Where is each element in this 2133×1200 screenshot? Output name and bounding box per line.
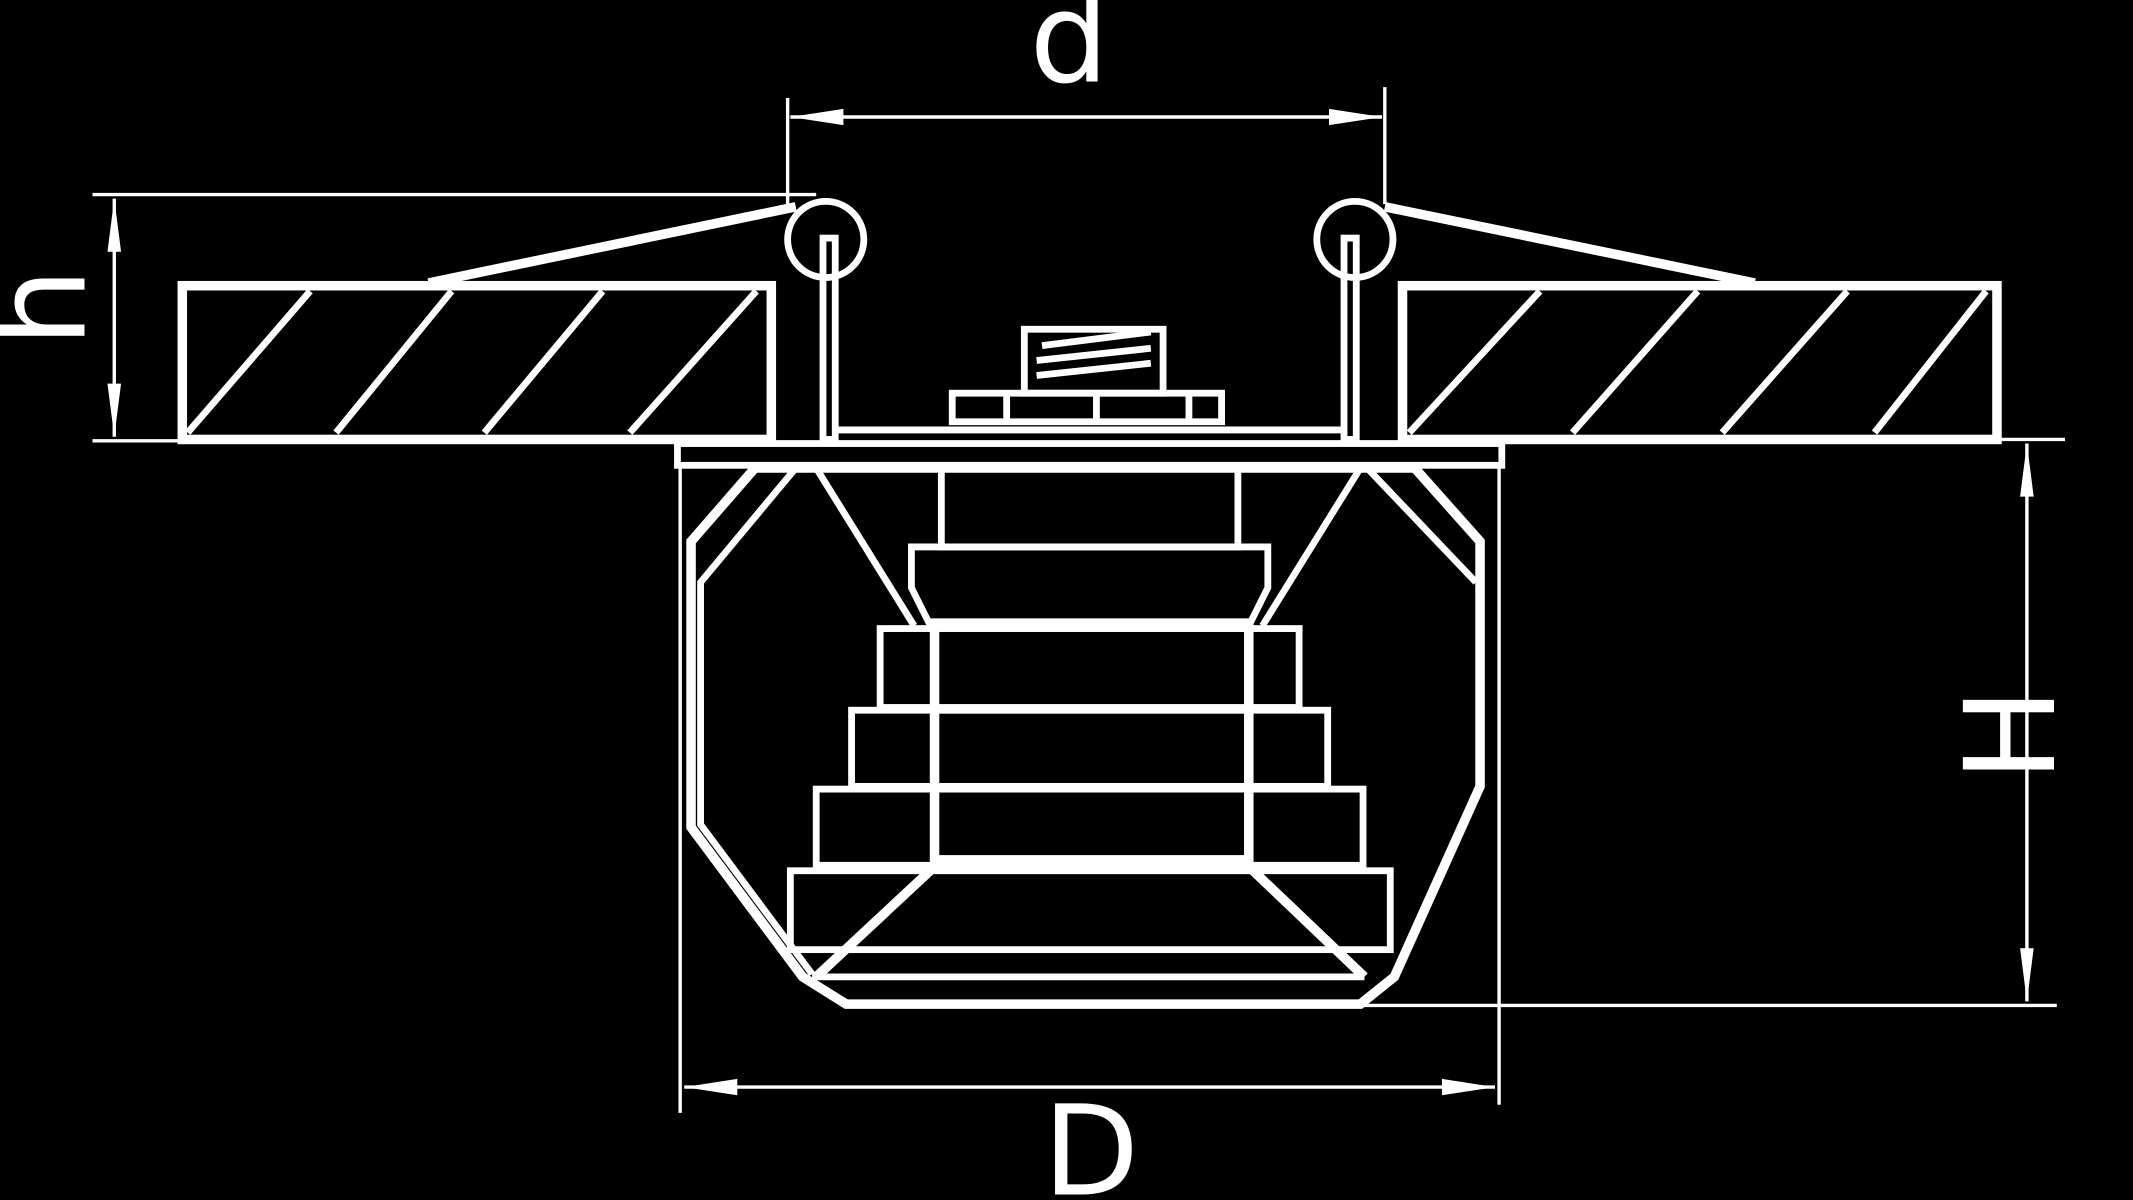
dimension-label-H: H: [1938, 688, 2084, 782]
trim-flange: [674, 440, 1506, 469]
spring-clip-right: [1313, 197, 1756, 443]
spring-clip-left: [427, 197, 868, 443]
dimension-label-d: d: [1029, 0, 1108, 112]
dimension-H: H: [1360, 437, 2084, 1008]
terminal-block: [837, 325, 1345, 434]
ceiling-panel-right: [1397, 280, 2002, 445]
dimension-d: d: [785, 0, 1387, 205]
dimension-label-D: D: [1043, 1079, 1139, 1200]
stepped-lamp-body: [786, 464, 1394, 981]
dimension-label-h: h: [0, 268, 114, 347]
ceiling-panel-left: [177, 280, 777, 445]
dimension-h: h: [0, 192, 817, 443]
dimension-D: D: [678, 465, 1501, 1200]
